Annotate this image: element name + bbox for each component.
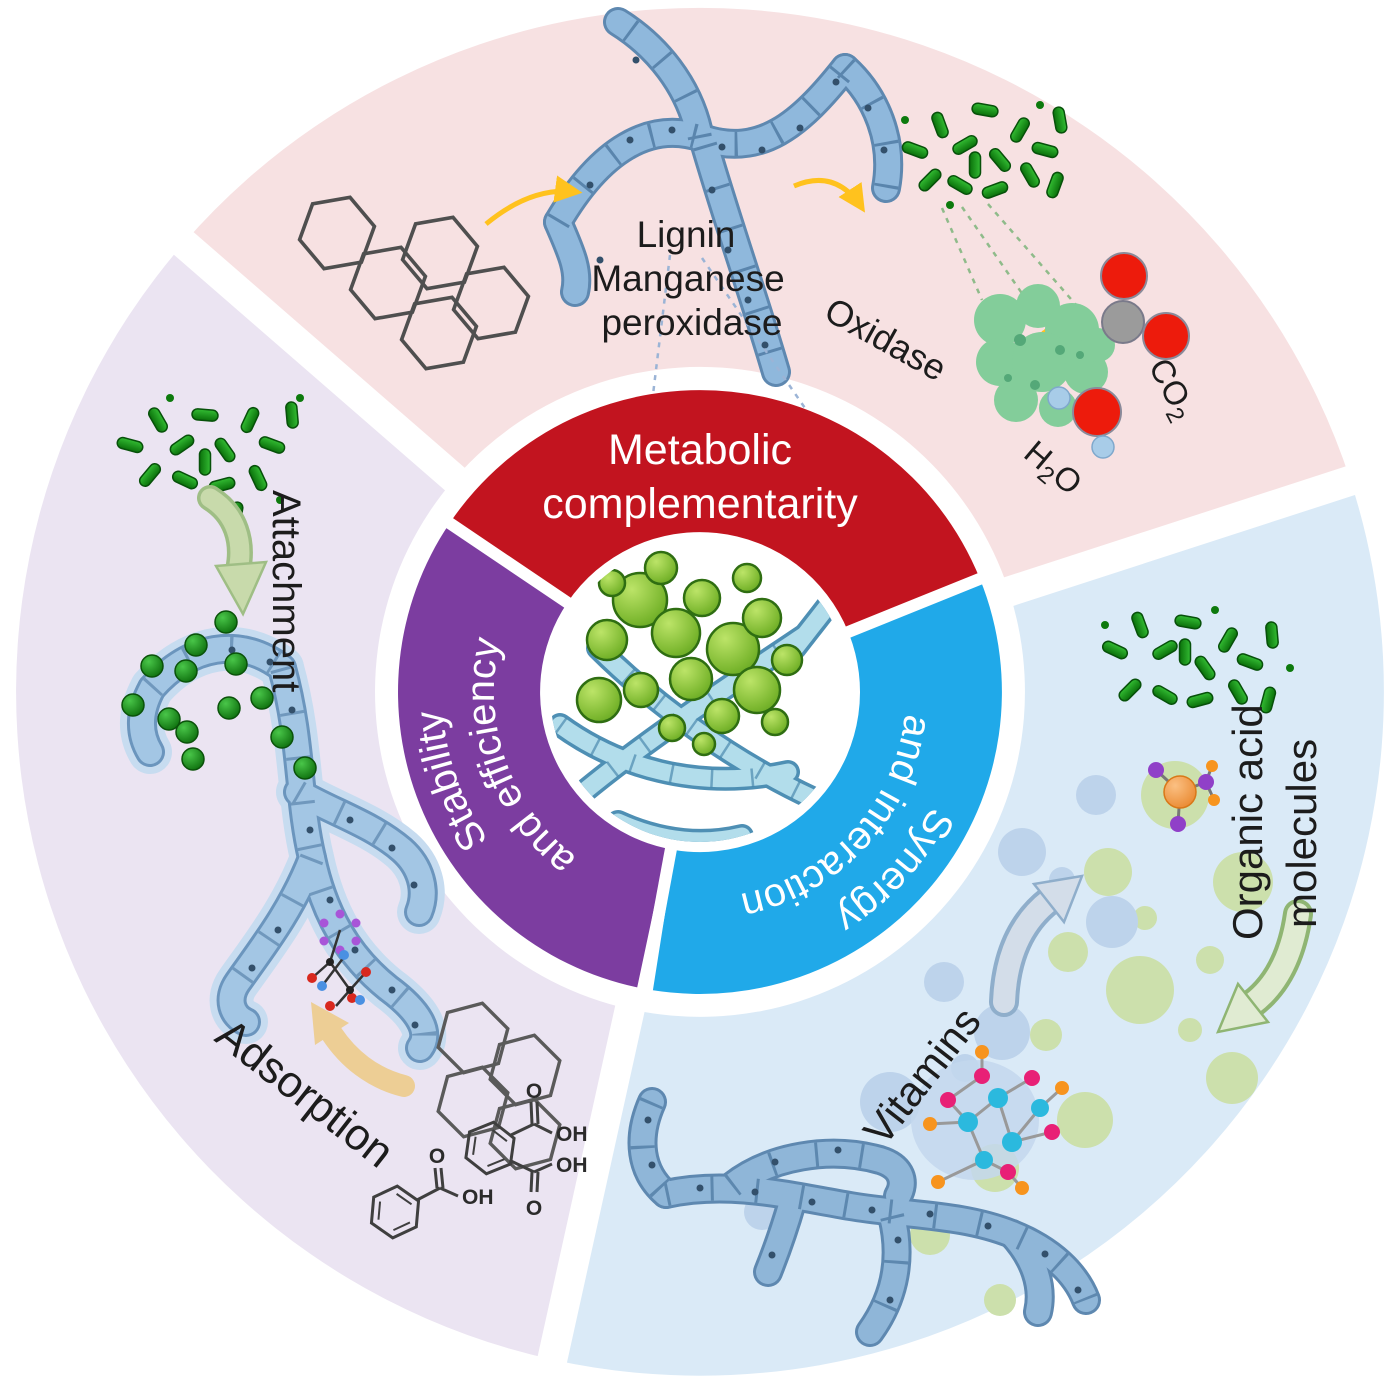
dashed-connector-bacteria-oxidase	[940, 203, 1099, 331]
attachment-label: Attachment	[264, 490, 308, 692]
co2-molecule-icon	[1100, 252, 1190, 360]
exchange-arrow-up-icon	[989, 874, 1084, 1017]
phthalic-acid-structure-icon: O OH OH O	[462, 1080, 588, 1220]
organic-acid-label-line2: molecules	[1278, 739, 1325, 928]
phthalic-oh-top-label: OH	[556, 1123, 588, 1146]
organic-acid-label-line1: Organic acid	[1224, 704, 1271, 940]
organic-acid-molecule-icon	[1148, 760, 1220, 832]
h2o-molecule-icon	[1047, 386, 1122, 459]
fungal-hyphae-top-icon	[543, 7, 904, 387]
fungal-hyphae-bottom-icon	[627, 1087, 1101, 1347]
adsorption-arrow-icon	[311, 1002, 415, 1097]
arrow-pah-to-enzyme-icon	[484, 175, 583, 226]
benzoic-o-label: O	[429, 1145, 445, 1168]
blue-sector-content: Organic acid molecules Vitamins	[627, 606, 1325, 1347]
vitamin-molecule-icon	[911, 1045, 1069, 1195]
attached-cocci-icon	[121, 610, 317, 780]
benzoic-acid-structure-icon: O OH	[368, 1145, 494, 1242]
arc-synergy-blue	[652, 578, 1002, 994]
bacteria-cluster-top-icon	[900, 101, 1069, 209]
adsorbed-molecule-icon	[307, 909, 371, 1011]
phthalic-o-top-label: O	[526, 1080, 542, 1103]
ring-gaps	[435, 510, 995, 1003]
enzyme-label: Lignin Manganese peroxidase	[591, 214, 784, 343]
enzyme-label-line3: peroxidase	[601, 302, 782, 343]
bacteria-cluster-right-icon	[1100, 606, 1294, 715]
metabolic-label-line1: Metabolic	[608, 426, 792, 474]
arc-stability-purple	[398, 523, 667, 988]
sector-gaps	[161, 221, 1371, 1377]
phthalic-o-bottom-label: O	[526, 1197, 542, 1220]
enzyme-label-line1: Lignin	[637, 214, 736, 255]
attachment-arrow-icon	[197, 485, 268, 617]
lavender-sector-content: O OH OH O O OH Attachment Adsorption	[115, 394, 588, 1242]
exchange-arrow-down-icon	[1215, 899, 1313, 1034]
bacteria-cluster-left-icon	[115, 394, 304, 530]
arrow-enzyme-to-bacteria-icon	[793, 177, 865, 213]
phthalic-oh-bottom-label: OH	[556, 1154, 588, 1177]
sector-synergy-blue	[552, 480, 1384, 1376]
benzoic-oh-label: OH	[462, 1186, 494, 1209]
metabolic-label-line2: complementarity	[542, 480, 858, 528]
center-microbe-consortium-icon	[550, 550, 850, 842]
hypha-with-cocci-icon	[119, 626, 447, 1070]
enzyme-label-line2: Manganese	[591, 258, 784, 299]
arc-metabolic-red	[449, 390, 980, 632]
